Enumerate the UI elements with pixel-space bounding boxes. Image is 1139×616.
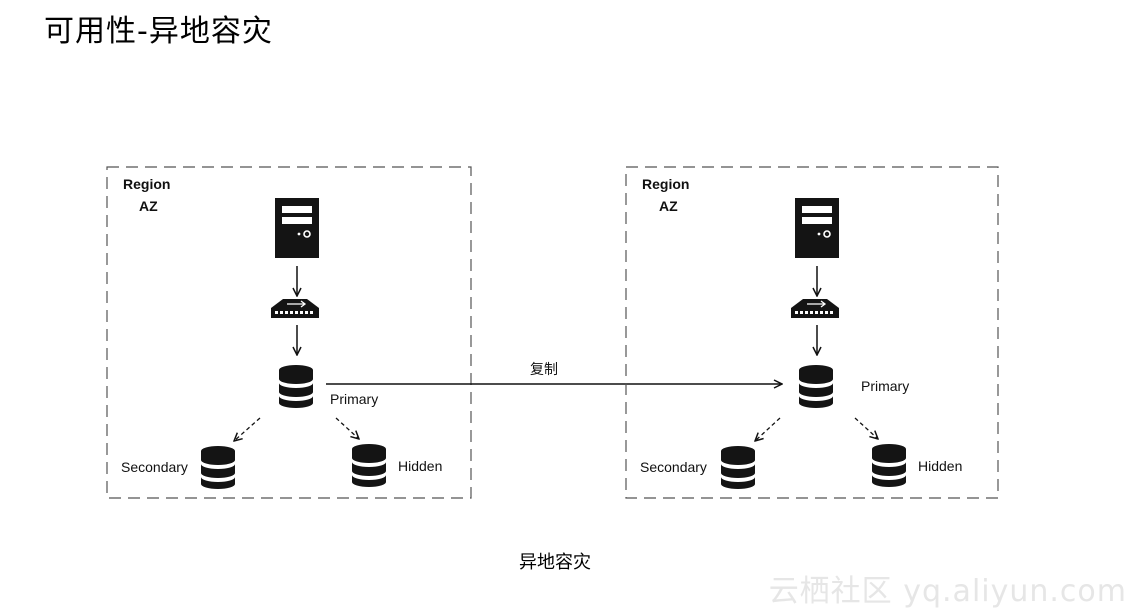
left-az-label: AZ bbox=[139, 198, 158, 214]
left-to-hidden-arrow bbox=[335, 417, 359, 439]
right-switch-icon bbox=[790, 298, 840, 319]
right-to-secondary-arrow bbox=[755, 417, 781, 441]
replication-label: 复制 bbox=[530, 361, 558, 378]
left-hidden-label: Hidden bbox=[398, 458, 442, 474]
left-to-secondary-arrow bbox=[234, 417, 261, 441]
right-region-boundary bbox=[625, 166, 999, 499]
left-region: Region AZ Primary Secondary Hidden bbox=[106, 166, 472, 499]
right-server-icon bbox=[794, 197, 840, 259]
left-secondary-db-icon bbox=[201, 446, 235, 489]
right-region: Region AZ Primary Secondary Hidden bbox=[625, 166, 999, 499]
left-region-boundary bbox=[106, 166, 472, 499]
right-region-label: Region bbox=[642, 176, 689, 192]
right-hidden-db-icon bbox=[872, 444, 906, 487]
diagram-caption: 异地容灾 bbox=[519, 552, 591, 573]
right-secondary-db-icon bbox=[721, 446, 755, 489]
left-server-icon bbox=[274, 197, 320, 259]
left-primary-db-icon bbox=[279, 365, 313, 408]
left-secondary-label: Secondary bbox=[121, 459, 188, 475]
right-hidden-label: Hidden bbox=[918, 458, 962, 474]
right-secondary-label: Secondary bbox=[640, 459, 707, 475]
left-primary-label: Primary bbox=[330, 391, 378, 407]
right-primary-db-icon bbox=[799, 365, 833, 408]
right-az-label: AZ bbox=[659, 198, 678, 214]
right-to-hidden-arrow bbox=[854, 417, 878, 439]
left-region-label: Region bbox=[123, 176, 170, 192]
watermark: 云栖社区 yq.aliyun.com bbox=[768, 574, 1127, 609]
page-title: 可用性-异地容灾 bbox=[44, 14, 273, 49]
right-primary-label: Primary bbox=[861, 378, 909, 394]
left-hidden-db-icon bbox=[352, 444, 386, 487]
left-switch-icon bbox=[270, 298, 320, 319]
